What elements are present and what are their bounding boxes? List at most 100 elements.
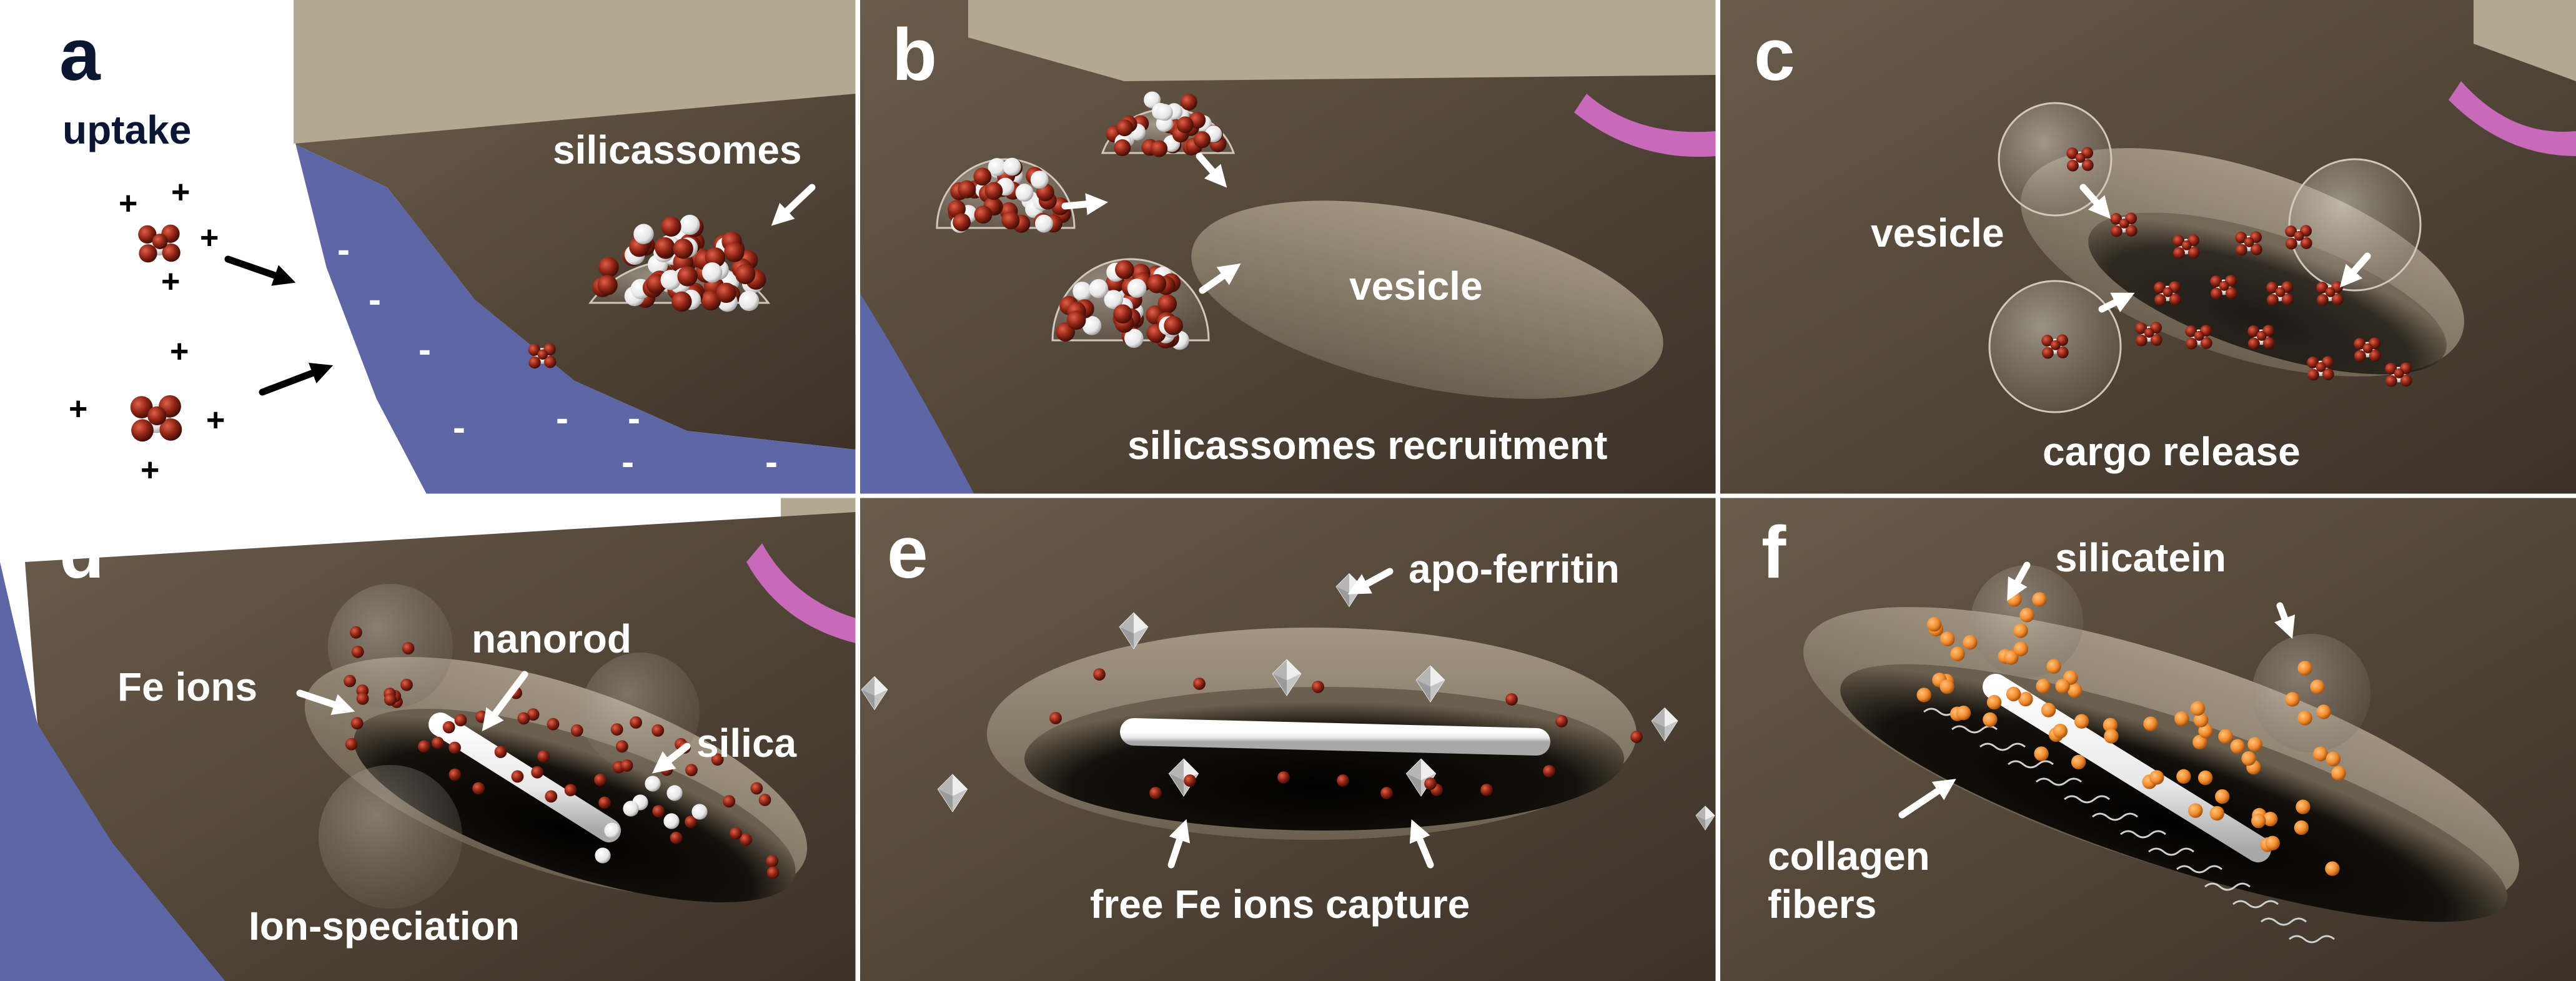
collagen-fiber-icon — [2064, 795, 2110, 804]
silicatein-icon — [2230, 739, 2245, 754]
silica-sphere-icon — [666, 785, 683, 801]
svg-text:+: + — [206, 402, 225, 438]
collagen-fiber-icon — [2289, 935, 2335, 944]
panel-letter: b — [892, 14, 937, 96]
membrane-top — [2474, 0, 2576, 81]
silicatein-icon — [2104, 729, 2119, 744]
fe-ion-icon — [974, 205, 993, 224]
silicatein-icon — [2310, 679, 2325, 694]
fe-ion-icon — [655, 237, 675, 258]
svg-text:-: - — [419, 328, 431, 370]
silica-sphere-icon — [645, 776, 661, 792]
fe-ion-icon — [531, 766, 544, 779]
arrow-icon — [2098, 292, 2135, 313]
fe-ion-icon — [402, 642, 415, 655]
fe-ion-icon — [723, 795, 736, 808]
silicatein-icon — [2326, 751, 2341, 767]
silica-sphere-icon — [660, 270, 681, 290]
fe-ion-icon — [442, 721, 455, 734]
arrow-icon — [651, 742, 691, 774]
panel-c: c vesicle cargo release — [1720, 0, 2576, 495]
silica-sphere-icon — [623, 801, 639, 817]
label-silica: silica — [696, 721, 797, 766]
svg-text:+: + — [171, 174, 190, 210]
arrow-icon — [1199, 263, 1241, 294]
arrow-icon — [2274, 602, 2296, 639]
fe-ion-icon — [953, 213, 971, 232]
fe-ion-icon — [758, 794, 771, 806]
silicatein-icon — [2034, 746, 2049, 761]
fe-ion-icon — [1424, 777, 1437, 790]
fe-ion-icon — [1505, 693, 1518, 706]
arrow-icon — [1898, 779, 1956, 819]
svg-text:+: + — [141, 452, 159, 488]
fe-ion-icon — [958, 180, 976, 199]
arrow-icon — [296, 689, 355, 716]
fe-ion-icon — [494, 746, 507, 759]
collagen-fiber-icon — [2120, 830, 2166, 839]
fe-ion-icon — [610, 723, 623, 736]
silicatein-icon — [2331, 766, 2346, 781]
label-nanorod: nanorod — [472, 616, 632, 661]
fe-ion-icon — [418, 740, 430, 753]
nanorod-icon — [429, 712, 621, 842]
fe-ion-icon — [1001, 211, 1020, 230]
label-apo-ferritin: apo-ferritin — [1409, 546, 1620, 591]
silicatein-icon — [1939, 631, 1955, 647]
silicatein-icon — [2241, 751, 2256, 766]
silicatein-icon — [2053, 723, 2068, 739]
silicatein-icon — [2176, 769, 2191, 784]
collagen-fiber-icon — [2232, 900, 2279, 909]
panel-letter: a — [59, 14, 101, 96]
arrow-icon — [1167, 819, 1191, 869]
collagen-fiber-icon — [2092, 812, 2138, 821]
collagen-fibers — [1923, 707, 2335, 944]
silicatein-icon — [2013, 641, 2028, 656]
vesicle-icon — [1191, 200, 1663, 399]
minus-signs: - - - - - - - - — [337, 229, 778, 483]
label-collagen: collagen — [1768, 834, 1930, 879]
silicatein-icon — [2297, 661, 2312, 676]
silicatein-icon — [2006, 686, 2021, 702]
panel-caption: free Fe ions capture — [1090, 882, 1470, 927]
arrow-icon — [1347, 568, 1394, 594]
silicatein-icon — [2265, 836, 2280, 850]
fe-ion-icon — [766, 866, 780, 879]
fe-ion-icon — [432, 736, 444, 749]
arrow-icon — [2079, 184, 2111, 219]
fe-ion-icon — [448, 768, 462, 781]
fe-ion-icon — [472, 782, 485, 795]
fe-ion-icon — [345, 737, 358, 751]
panel-letter: d — [59, 511, 104, 594]
silicatein-icon — [2313, 746, 2328, 762]
silicatein-icon — [2019, 608, 2034, 623]
fe-ion-icon — [673, 239, 693, 259]
fe-ion-icon — [1151, 140, 1168, 157]
arrow-icon — [482, 671, 528, 732]
cytoplasm — [294, 94, 856, 450]
fe-ion-icon — [1149, 787, 1162, 799]
fe-ion-icon — [651, 724, 665, 737]
label-vesicle: vesicle — [1349, 264, 1483, 308]
arrow-icon — [1061, 193, 1109, 215]
panel-a: + + + + + + + + - - - - - - - - a uptake… — [0, 0, 856, 495]
arrow-icon — [259, 363, 334, 396]
fe-ion-icon — [564, 784, 577, 797]
fe-ion-icon — [984, 182, 1003, 200]
panel-d: d Fe ions nanorod silica Ion-speciation — [0, 498, 856, 981]
silicatein-icon — [2041, 702, 2056, 717]
silicatein-icon — [2215, 789, 2230, 804]
panel-f: f silicatein collagen fibers — [1720, 498, 2576, 981]
empty-silicassome-icon — [328, 584, 453, 709]
silicatein-icon — [1926, 617, 1942, 632]
fe-ion-icon — [1113, 304, 1132, 323]
arrow-icon — [771, 184, 816, 226]
nucleus-rim — [2449, 81, 2576, 156]
fe-ion-icon — [1114, 139, 1131, 157]
fe-ion-icon — [652, 805, 665, 818]
collagen-fiber-icon — [2008, 760, 2054, 769]
silicatein-icon — [2055, 679, 2070, 694]
silicatein-icon — [2316, 704, 2331, 719]
svg-text:-: - — [622, 441, 634, 483]
svg-text:-: - — [369, 279, 381, 320]
